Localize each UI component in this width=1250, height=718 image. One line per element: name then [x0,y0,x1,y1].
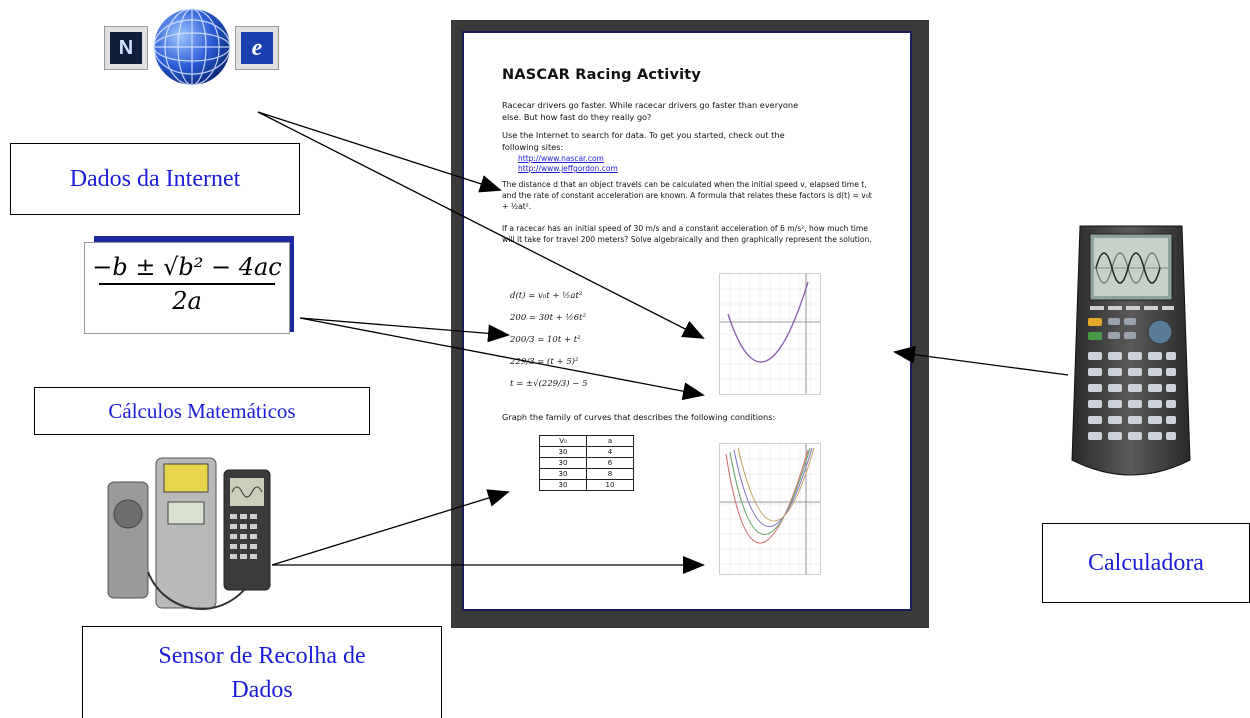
equation-4: 229/3 = (t + 5)² [510,357,579,367]
label-internet-text: Dados da Internet [69,165,241,192]
equation-2: 200 = 30t + ½6t² [510,313,586,323]
arrow-sensor-to-table [271,489,510,566]
parabola-graph [719,273,821,395]
arrow-formula-to-graph [299,317,705,401]
document-link-2[interactable]: http://www.jeffgordon.com [518,164,618,173]
equation-3: 200/3 = 10t + t² [510,335,581,345]
label-data-sensor: Sensor de Recolha de Dados [82,626,442,718]
graphing-calculator-icon [1071,225,1191,476]
arrow-formula-to-equations [299,317,510,343]
quadratic-formula: −b ± √b² − 4ac 2a [84,242,290,334]
formula-denominator: 2a [172,287,202,315]
table-row: 30 6 [539,457,634,469]
family-of-curves-graph [719,443,821,575]
data-collection-device-icon [107,457,271,610]
document-title: NASCAR Racing Activity [502,67,702,83]
netscape-icon: N [104,26,148,70]
document-paragraph-search: Use the Internet to search for data. To … [502,130,785,152]
document-link-1[interactable]: http://www.nascar.com [518,154,604,163]
globe-icon [153,8,231,86]
table-cell: 30 [539,479,587,491]
label-sensor-text: Sensor de Recolha de Dados [158,642,366,703]
table-row: 30 4 [539,446,634,458]
table-row: 30 8 [539,468,634,480]
document-paragraph-formula: The distance d that an object travels ca… [502,180,872,211]
arrow-internet-to-graph [257,111,705,339]
arrow-calculator-to-graph [893,345,1069,376]
table-row: 30 10 [539,479,634,491]
equation-1: d(t) = v₀t + ½at² [510,291,583,301]
document-paragraph-intro: Racecar drivers go faster. While racecar… [502,100,799,122]
arrow-internet-to-text [257,111,502,193]
label-calculator: Calculadora [1042,523,1250,603]
table-cell: 10 [586,479,634,491]
internet-explorer-icon: e [235,26,279,70]
formula-numerator: −b ± √b² − 4ac [92,253,282,281]
document-paragraph-problem: If a racecar has an initial speed of 30 … [502,224,872,244]
conditions-table: V₀ a 30 4 30 6 30 8 30 10 [539,435,634,491]
label-math-text: Cálculos Matemáticos [108,398,296,423]
label-math-calculations: Cálculos Matemáticos [34,387,370,435]
label-internet-data: Dados da Internet [10,143,300,215]
label-calculator-text: Calculadora [1088,549,1204,576]
formula-fraction-bar [99,283,275,285]
equation-5: t = ±√(229/3) − 5 [510,379,588,389]
document-paragraph-graph: Graph the family of curves that describe… [502,412,776,422]
